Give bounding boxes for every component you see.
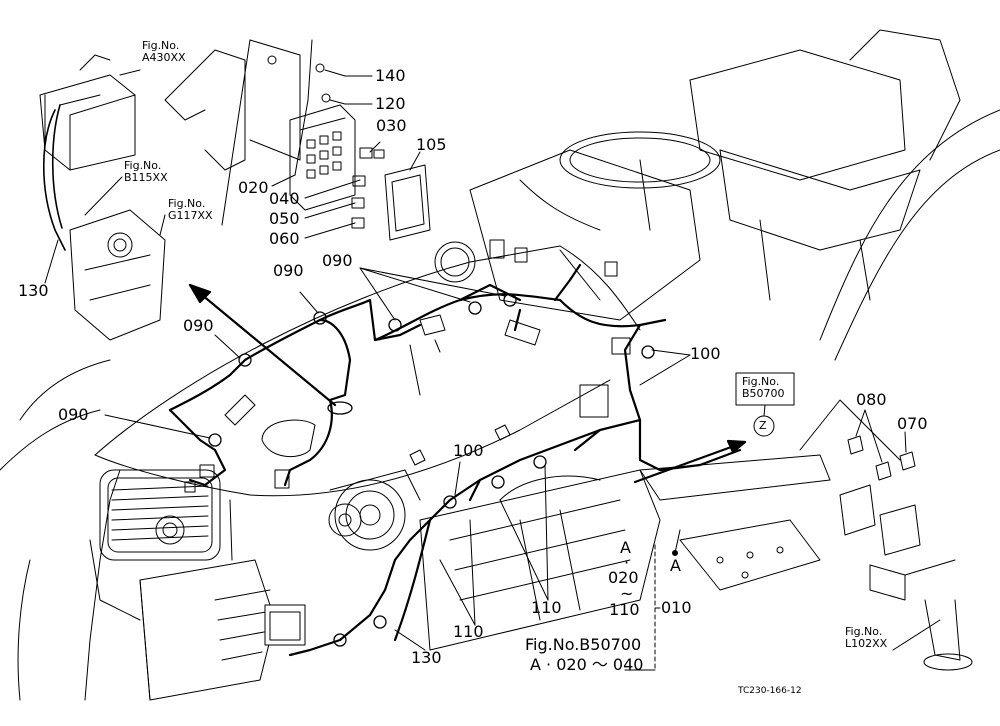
fig-ref-label: Fig.No.	[142, 39, 180, 52]
fig-ref-label: Fig.No.	[124, 159, 162, 172]
front-grille	[89, 469, 221, 621]
callout-110-right: 110	[531, 598, 562, 617]
callout-080: 080	[856, 390, 887, 409]
fig-ref-number: B115XX	[124, 171, 168, 184]
engine-block	[419, 469, 661, 651]
fig-ref-label: Fig.No.	[168, 197, 206, 210]
callout-010: 010	[661, 598, 692, 617]
callout-090-left: 090	[183, 316, 214, 335]
dashboard	[434, 131, 721, 321]
fig-ref-b50700: Fig.No. B50700	[742, 376, 785, 400]
alternator	[328, 469, 421, 551]
relays	[839, 435, 973, 671]
callout-130-left: 130	[18, 281, 49, 300]
fig-ref-label: Fig.No.	[742, 375, 780, 388]
fig-ref-g117: Fig.No. G117XX	[168, 198, 213, 222]
callout-060: 060	[269, 229, 300, 248]
reference-arrows	[188, 283, 747, 484]
fig-ref-b115: Fig.No. B115XX	[124, 160, 168, 184]
fuel-line	[42, 104, 66, 251]
callout-090-mid: 090	[273, 261, 304, 280]
fig-ref-label: Fig.No.	[845, 625, 883, 638]
callout-090-lower: 090	[58, 405, 89, 424]
callout-040: 040	[269, 189, 300, 208]
callout-050: 050	[269, 209, 300, 228]
callout-105: 105	[416, 135, 447, 154]
callout-030: 030	[376, 116, 407, 135]
callout-090-top: 090	[322, 251, 353, 270]
fig-ref-number: G117XX	[168, 209, 213, 222]
fig-ref-number: B50700	[742, 387, 785, 400]
bolts	[315, 63, 346, 105]
callout-070: 070	[897, 414, 928, 433]
range-a-top: A	[620, 538, 631, 557]
fig-ref-number: L102XX	[845, 637, 888, 650]
fuse-box	[289, 104, 356, 211]
step-plate	[639, 454, 831, 591]
callout-110-left: 110	[453, 622, 484, 641]
operator-seat	[689, 29, 961, 301]
callout-130-bottom: 130	[411, 648, 442, 667]
fuses	[351, 147, 385, 229]
fuse-cover	[384, 164, 431, 241]
drawing-code: TC230-166-12	[738, 686, 802, 696]
callout-140: 140	[375, 66, 406, 85]
harness-clamps	[208, 293, 655, 647]
ref-a-dot	[672, 550, 678, 556]
leader-lines	[44, 39, 941, 671]
fig-b50700-box	[735, 372, 795, 406]
engine-head-left	[69, 209, 166, 341]
bottom-note-range: A · 020 ～ 040	[530, 655, 644, 674]
ref-z-circle	[753, 415, 775, 437]
bottom-note-fig: Fig.No.B50700	[525, 635, 642, 654]
fig-ref-number: A430XX	[142, 51, 186, 64]
ref-marker-z: Z	[759, 419, 767, 432]
rear-fender	[799, 109, 1000, 461]
callout-020: 020	[238, 178, 269, 197]
callout-100-center: 100	[453, 441, 484, 460]
callout-120: 120	[375, 94, 406, 113]
range-020: 020	[608, 568, 639, 587]
fig-ref-l102: Fig.No. L102XX	[845, 626, 887, 650]
callout-100-right: 100	[690, 344, 721, 363]
bracket	[164, 39, 301, 171]
range-tilde: ~	[620, 584, 634, 603]
range-a-side: A	[670, 556, 681, 575]
harness-main	[168, 263, 742, 657]
range-dot: ·	[624, 553, 630, 572]
battery	[139, 559, 306, 701]
range-110: 110	[609, 600, 640, 619]
hood-outline	[0, 245, 641, 701]
harness-connectors	[184, 239, 631, 493]
fig-ref-a430: Fig.No. A430XX	[142, 40, 186, 64]
